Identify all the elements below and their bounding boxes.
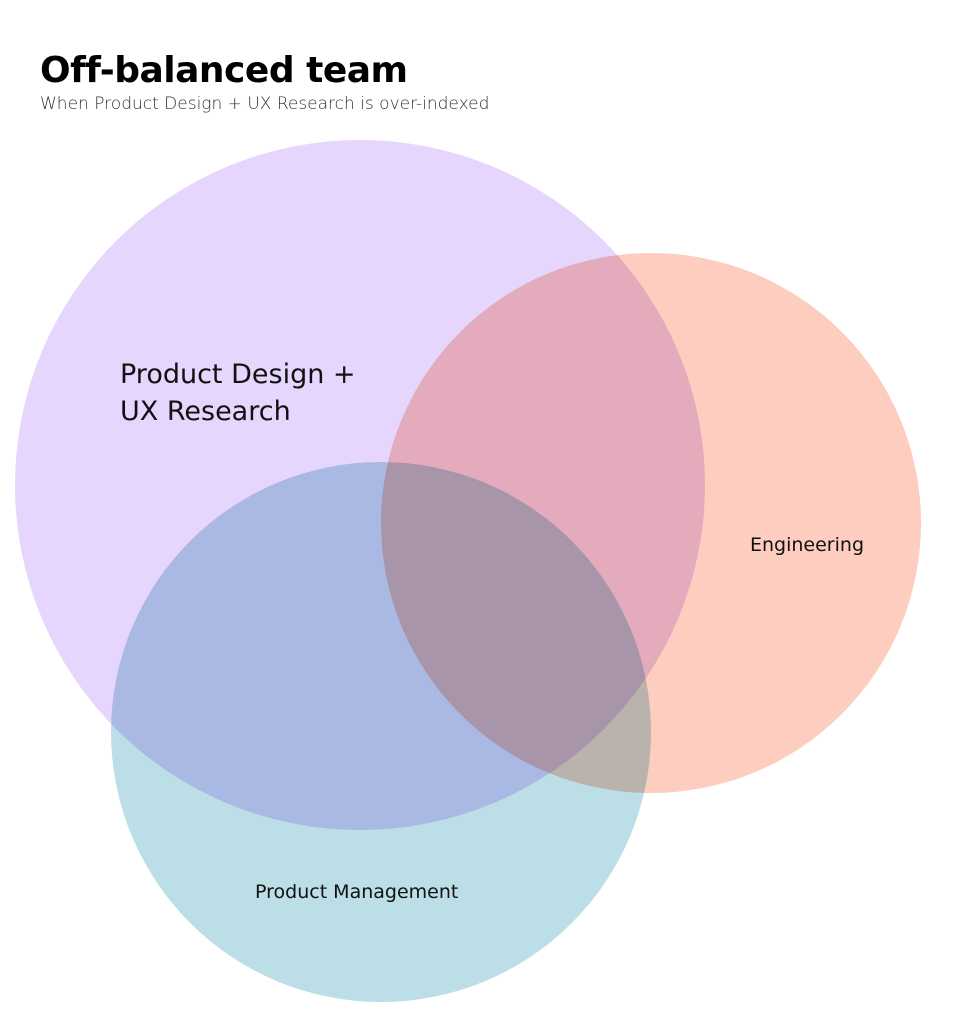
diagram-subtitle: When Product Design + UX Research is ove… <box>40 94 490 114</box>
label-product-design-ux-research: Product Design + UX Research <box>120 356 356 430</box>
label-product-management: Product Management <box>255 881 459 903</box>
label-line-2: UX Research <box>120 396 291 427</box>
label-engineering: Engineering <box>750 534 864 556</box>
label-line-1: Product Design + <box>120 359 356 390</box>
circle-product-management <box>111 462 651 1002</box>
diagram-title: Off-balanced team <box>40 50 408 91</box>
